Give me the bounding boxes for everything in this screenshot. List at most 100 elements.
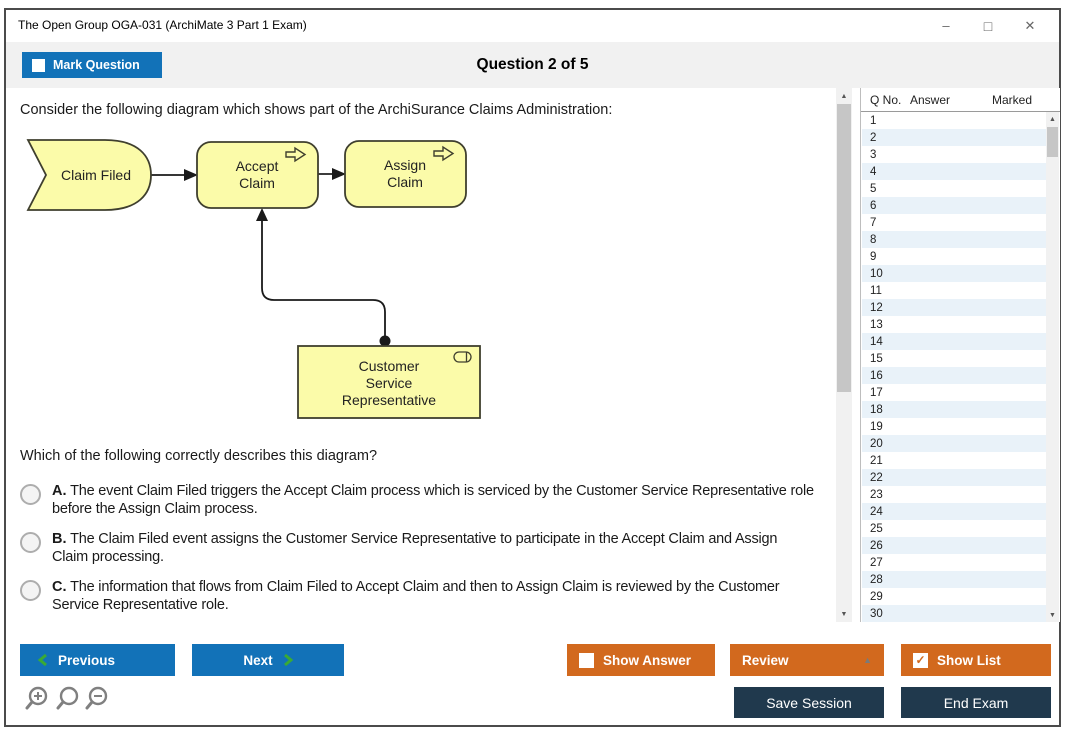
question-list-row[interactable]: 10 [862, 265, 1046, 282]
question-list-row[interactable]: 12 [862, 299, 1046, 316]
previous-label: Previous [58, 652, 116, 668]
show-list-button[interactable]: ✓ Show List [901, 644, 1051, 676]
question-list-row[interactable]: 16 [862, 367, 1046, 384]
option-b-text: The Claim Filed event assigns the Custom… [52, 531, 778, 565]
window-controls: – □ ✕ [925, 10, 1051, 42]
process-shape-accept-claim [196, 141, 319, 209]
question-list-row[interactable]: 9 [870, 250, 877, 263]
zoom-out-icon[interactable] [85, 686, 108, 710]
show-list-label: Show List [937, 652, 1001, 668]
question-list-row[interactable]: 25 [870, 522, 883, 535]
list-scrollbar-thumb[interactable] [1047, 127, 1058, 157]
process1-line2: Claim [239, 175, 275, 191]
question-list-header: Q No. Answer Marked [861, 88, 1060, 112]
question-list-row[interactable]: 30 [862, 605, 1046, 622]
column-qno: Q No. [870, 93, 902, 107]
header-band: Question 2 of 5 Mark Question [6, 42, 1059, 88]
minimize-icon[interactable]: – [942, 18, 950, 33]
mark-question-checkbox-icon [32, 58, 45, 72]
scroll-down-icon[interactable]: ▼ [840, 610, 848, 618]
question-list-row[interactable]: 2 [862, 129, 1046, 146]
question-list-row[interactable]: 22 [862, 469, 1046, 486]
radio-option-a[interactable] [20, 484, 41, 505]
process2-line2: Claim [387, 174, 423, 190]
question-list-row[interactable]: 18 [862, 401, 1046, 418]
zoom-in-icon[interactable] [25, 686, 48, 710]
question-prompt: Which of the following correctly describ… [20, 448, 378, 464]
dropdown-up-icon: ▲ [863, 655, 872, 665]
question-list-row[interactable]: 1 [870, 114, 877, 127]
question-list-row[interactable]: 27 [870, 556, 883, 569]
review-label: Review [742, 652, 789, 668]
maximize-icon[interactable]: □ [983, 18, 993, 34]
question-list-row[interactable]: 8 [862, 231, 1046, 248]
process2-line1: Assign [384, 157, 426, 173]
assignment-line [261, 220, 386, 336]
archimate-diagram: Claim Filed Accept Claim Assign Claim Cu… [26, 139, 481, 419]
show-list-checkbox-icon: ✓ [913, 652, 928, 668]
question-panel: Consider the following diagram which sho… [6, 88, 836, 632]
mark-question-label: Mark Question [53, 58, 140, 72]
show-answer-label: Show Answer [603, 652, 692, 668]
radio-option-b[interactable] [20, 532, 41, 553]
question-list-row[interactable]: 4 [862, 163, 1046, 180]
zoom-reset-icon[interactable] [56, 686, 79, 710]
option-a-text: The event Claim Filed triggers the Accep… [52, 483, 814, 517]
list-scrollbar[interactable]: ▲ ▼ [1046, 112, 1059, 622]
previous-button[interactable]: Previous [20, 644, 175, 676]
option-a-letter: A. [52, 483, 67, 499]
mark-question-button[interactable]: Mark Question [22, 52, 162, 78]
assignment-arrowhead [256, 208, 268, 221]
list-scroll-down-icon[interactable]: ▼ [1049, 611, 1056, 619]
question-counter: Question 2 of 5 [476, 56, 589, 73]
review-dropdown[interactable]: Review ▲ [730, 644, 884, 676]
footer-bar: Previous Next Show Answer Review ▲ ✓ Sho… [6, 632, 1059, 725]
role-line1: Customer [359, 358, 420, 374]
event-label: Claim Filed [61, 167, 131, 183]
question-list-row[interactable]: 29 [870, 590, 883, 603]
role-line3: Representative [342, 392, 436, 408]
show-answer-button[interactable]: Show Answer [567, 644, 715, 676]
trigger-arrowhead2 [332, 168, 346, 180]
next-button[interactable]: Next [192, 644, 344, 676]
list-scroll-up-icon[interactable]: ▲ [1049, 115, 1056, 123]
column-answer: Answer [910, 93, 951, 107]
question-list-row[interactable]: 21 [870, 454, 883, 467]
role-line2: Service [366, 375, 413, 391]
radio-option-c[interactable] [20, 580, 41, 601]
end-exam-button[interactable]: End Exam [901, 687, 1051, 718]
answer-option-b: B. The Claim Filed event assigns the Cus… [20, 531, 814, 566]
content-scrollbar-thumb[interactable] [837, 104, 851, 392]
question-intro: Consider the following diagram which sho… [20, 102, 613, 118]
assignment-ball [379, 335, 391, 347]
save-session-button[interactable]: Save Session [734, 687, 884, 718]
question-list-row[interactable]: 23 [870, 488, 883, 501]
question-list-row[interactable]: 28 [862, 571, 1046, 588]
question-list-row[interactable]: 17 [870, 386, 883, 399]
window-title: The Open Group OGA-031 (ArchiMate 3 Part… [18, 18, 307, 32]
content-scrollbar[interactable]: ▲ ▼ [836, 88, 852, 622]
question-list-row[interactable]: 20 [862, 435, 1046, 452]
end-exam-label: End Exam [943, 694, 1009, 711]
question-list-row[interactable]: 3 [870, 148, 877, 161]
question-list-row[interactable]: 19 [870, 420, 883, 433]
question-list-row[interactable]: 13 [870, 318, 883, 331]
option-c-text: The information that flows from Claim Fi… [52, 579, 780, 613]
app-window: The Open Group OGA-031 (ArchiMate 3 Part… [4, 8, 1061, 727]
question-list-row[interactable]: 7 [870, 216, 877, 229]
question-list-row[interactable]: 14 [862, 333, 1046, 350]
question-list-panel: Q No. Answer Marked 1 2 3 4 5 6 7 [860, 88, 1060, 622]
question-list-row[interactable]: 6 [862, 197, 1046, 214]
close-icon[interactable]: ✕ [1024, 18, 1036, 33]
answer-option-a: A. The event Claim Filed triggers the Ac… [20, 483, 814, 518]
question-list-row[interactable]: 15 [870, 352, 883, 365]
scroll-up-icon[interactable]: ▲ [840, 92, 848, 100]
question-list-row[interactable]: 5 [870, 182, 877, 195]
question-list-row[interactable]: 26 [862, 537, 1046, 554]
title-bar: The Open Group OGA-031 (ArchiMate 3 Part… [6, 10, 1059, 42]
option-c-letter: C. [52, 579, 67, 595]
question-list-row[interactable]: 11 [870, 284, 882, 297]
process-icon [285, 146, 307, 163]
question-list-row[interactable]: 24 [862, 503, 1046, 520]
